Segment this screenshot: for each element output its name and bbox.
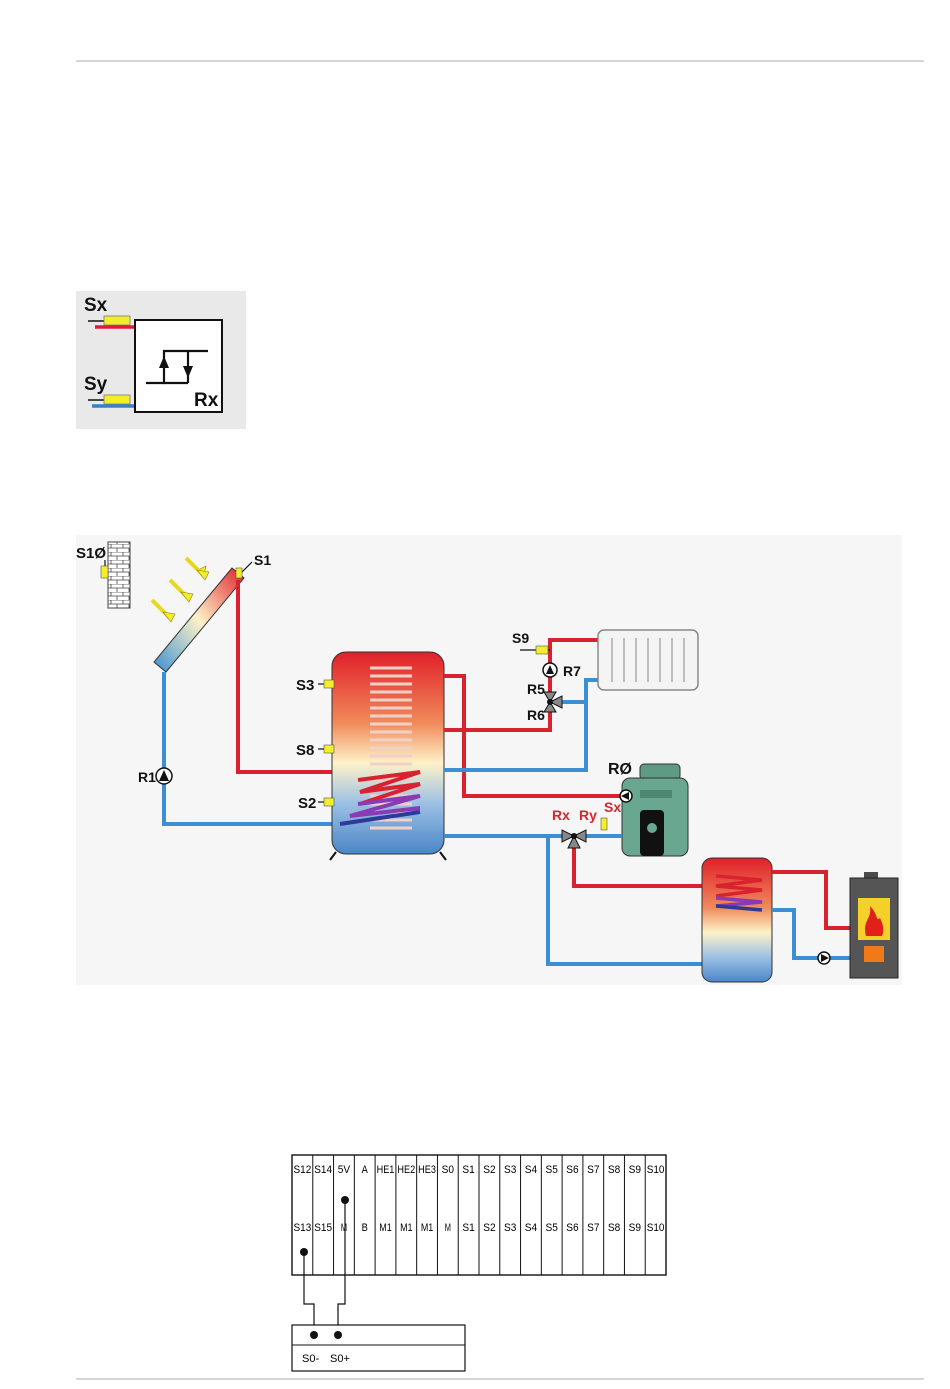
terminal-label: S8 <box>608 1164 620 1176</box>
terminal-label: S7 <box>587 1164 599 1176</box>
terminal-label: M1 <box>400 1222 412 1234</box>
terminal-label: S10 <box>647 1222 665 1234</box>
terminal-label: S8 <box>608 1222 620 1234</box>
terminal-label: S12 <box>294 1164 312 1176</box>
terminal-label: S15 <box>314 1222 332 1234</box>
terminal-label: S10 <box>647 1164 665 1176</box>
terminal-label: A <box>362 1164 369 1176</box>
terminal-label: S1 <box>462 1164 474 1176</box>
s0-plus-label: S0+ <box>330 1353 350 1365</box>
terminal-label: S6 <box>566 1222 578 1234</box>
terminal-label: S9 <box>629 1164 641 1176</box>
s13-connection-dot <box>300 1248 308 1256</box>
s0-plus-dot <box>334 1331 342 1339</box>
terminal-label: S7 <box>587 1222 599 1234</box>
terminal-label: S4 <box>525 1164 537 1176</box>
terminal-label: S14 <box>314 1164 332 1176</box>
terminal-label: S1 <box>462 1222 474 1234</box>
s0-minus-dot <box>310 1331 318 1339</box>
terminal-label: S4 <box>525 1222 537 1234</box>
terminal-label: M <box>341 1222 347 1234</box>
terminal-label: S2 <box>483 1164 495 1176</box>
terminal-label: M1 <box>379 1222 391 1234</box>
terminal-label: 5V <box>338 1164 351 1176</box>
terminal-label: S3 <box>504 1222 516 1234</box>
terminal-label: S6 <box>566 1164 578 1176</box>
terminal-label: S3 <box>504 1164 516 1176</box>
terminal-label: S13 <box>294 1222 312 1234</box>
terminal-label: S9 <box>629 1222 641 1234</box>
5v-connection-dot <box>341 1196 349 1204</box>
terminal-label: S2 <box>483 1222 495 1234</box>
terminal-label: HE1 <box>377 1164 395 1176</box>
terminal-label: S0 <box>442 1164 454 1176</box>
s0-minus-label: S0- <box>302 1353 319 1365</box>
terminal-label: HE3 <box>418 1164 436 1176</box>
terminal-label: B <box>362 1222 368 1234</box>
terminal-label: S5 <box>546 1164 558 1176</box>
terminal-label: S5 <box>546 1222 558 1234</box>
terminal-label: M1 <box>421 1222 433 1234</box>
terminal-label: M <box>445 1222 451 1234</box>
terminal-label: HE2 <box>397 1164 415 1176</box>
